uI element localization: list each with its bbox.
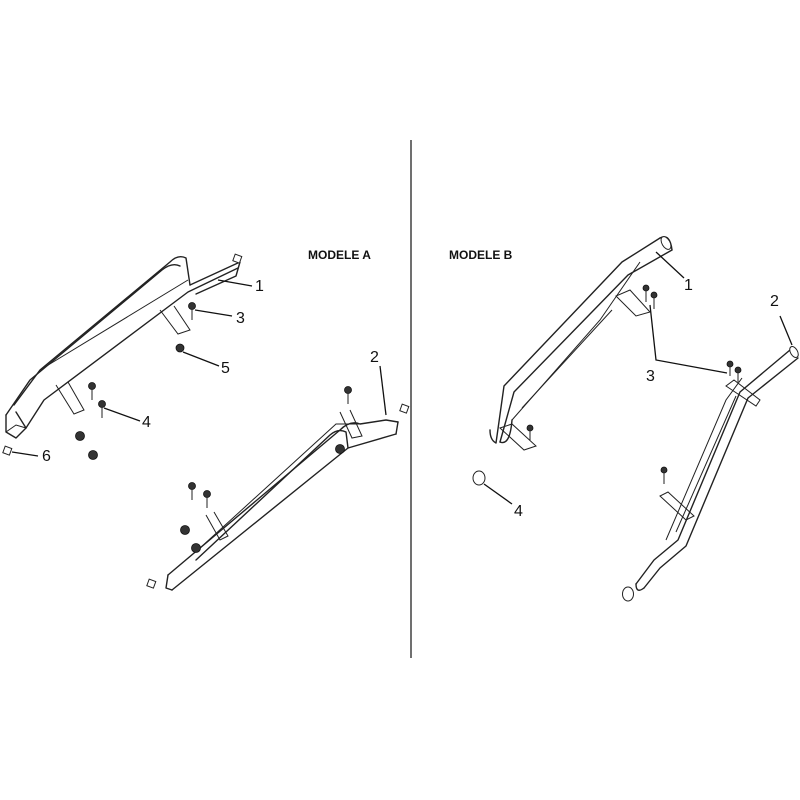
bolt-head bbox=[660, 466, 668, 474]
bolt-head bbox=[526, 424, 534, 432]
bolt-head bbox=[642, 284, 650, 292]
bolt-head bbox=[650, 291, 658, 299]
leader-line bbox=[649, 304, 728, 374]
callout-4: 4 bbox=[514, 503, 523, 520]
model-a-callouts: 1 2 3 4 5 6 bbox=[11, 278, 387, 465]
bolt-head bbox=[203, 490, 211, 498]
bolt-head bbox=[188, 302, 196, 310]
model-a-fasteners bbox=[2, 253, 410, 589]
callout-1: 1 bbox=[684, 277, 693, 294]
tube-end bbox=[660, 236, 672, 250]
callout-5: 5 bbox=[221, 360, 230, 377]
cap-square bbox=[2, 445, 13, 456]
bolt-head bbox=[344, 386, 352, 394]
model-b-panel: MODELE B bbox=[449, 236, 799, 602]
bolt-head bbox=[188, 482, 196, 490]
leader-line bbox=[379, 365, 387, 416]
nut bbox=[88, 450, 98, 460]
leader-line bbox=[217, 279, 253, 287]
nut bbox=[180, 525, 190, 535]
model-b-callouts: 1 2 3 4 bbox=[483, 251, 793, 520]
leader-line bbox=[11, 451, 39, 457]
bolt-head bbox=[734, 366, 742, 374]
cap-square bbox=[232, 253, 243, 264]
model-b-right-tube bbox=[635, 346, 799, 591]
nut bbox=[335, 444, 345, 454]
leader-line bbox=[779, 315, 793, 346]
tube-end bbox=[789, 346, 799, 358]
callout-6: 6 bbox=[42, 448, 51, 465]
leader-line bbox=[483, 483, 513, 505]
model-b-fasteners bbox=[472, 284, 742, 602]
callout-3: 3 bbox=[236, 310, 245, 327]
model-a-panel: MODELE A bbox=[2, 248, 410, 591]
model-a-title: MODELE A bbox=[308, 248, 371, 262]
nut bbox=[191, 543, 201, 553]
callout-2: 2 bbox=[770, 293, 779, 310]
leader-line bbox=[194, 309, 233, 317]
model-b-title: MODELE B bbox=[449, 248, 513, 262]
model-b-left-tube bbox=[489, 236, 673, 451]
callout-2: 2 bbox=[370, 349, 379, 366]
bolt-head bbox=[98, 400, 106, 408]
leader-line bbox=[182, 351, 220, 367]
end-cap bbox=[622, 586, 634, 602]
cap-square bbox=[399, 403, 410, 414]
bolt-head bbox=[726, 360, 734, 368]
nut bbox=[75, 431, 85, 441]
cap-square bbox=[146, 578, 157, 589]
leader-line bbox=[103, 407, 141, 422]
bolt-head bbox=[88, 382, 96, 390]
callout-3: 3 bbox=[646, 368, 655, 385]
leader-line bbox=[655, 251, 685, 279]
callout-4: 4 bbox=[142, 414, 151, 431]
model-a-right-side-bar bbox=[165, 409, 399, 591]
model-a-left-side-bar bbox=[5, 255, 241, 439]
end-cap bbox=[472, 470, 486, 486]
callout-1: 1 bbox=[255, 278, 264, 295]
nut bbox=[175, 343, 185, 353]
